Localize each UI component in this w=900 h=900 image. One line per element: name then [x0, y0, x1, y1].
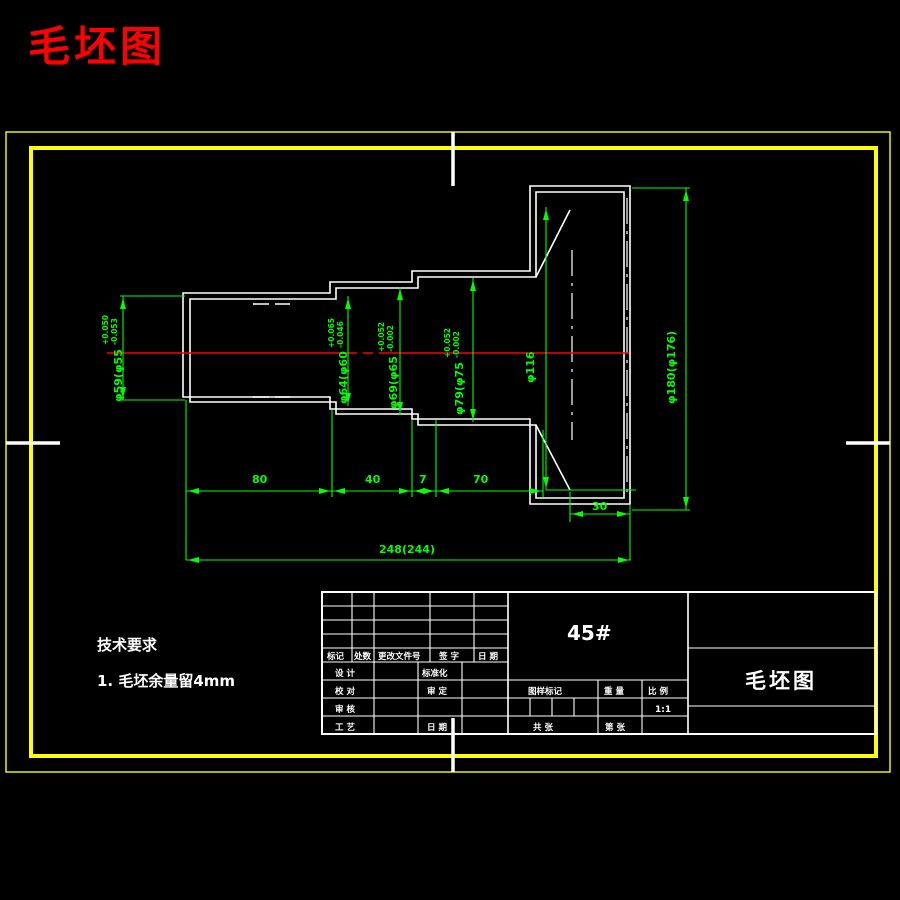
- title-block: [321, 591, 877, 735]
- dim-label-30: 30: [592, 500, 608, 513]
- dim-tol-upper-d59: +0.050: [101, 315, 110, 345]
- tb-header-chushu: 处数: [353, 651, 372, 662]
- dim-label-d116: φ116: [524, 351, 537, 383]
- dimension-lines: [120, 187, 690, 561]
- dim-label-d59: φ59(φ55: [112, 349, 125, 402]
- flange-centerline: [571, 198, 628, 496]
- taper-line-upper: [535, 209, 571, 278]
- frame-inner-border: [29, 146, 878, 758]
- tb-role-jiaodui: 校 对: [335, 686, 355, 697]
- tb-header-gengai: 更改文件号: [378, 651, 421, 662]
- horizontal-dimension-labels: 80 40 7 70 30 248(244): [252, 473, 608, 556]
- tb-header-bili: 比 例: [648, 686, 668, 697]
- tb-drawing-name: 毛坯图: [745, 669, 817, 693]
- finished-part-profile: [189, 191, 625, 499]
- tb-header-biaoji: 标记: [326, 651, 345, 662]
- dim-tol-lower-d69: -0.002: [386, 325, 395, 352]
- vertical-dimension-labels: φ59(φ55 +0.050 -0.053 φ64(φ60 +0.065 -0.…: [101, 315, 678, 415]
- dim-label-7: 7: [419, 473, 427, 486]
- tb-scale-value: 1:1: [655, 705, 671, 715]
- tb-sheet-no: 第 张: [605, 722, 625, 733]
- notes-item-1: 1. 毛坯余量留4mm: [97, 672, 235, 690]
- dim-label-d69: φ69(φ65: [387, 356, 400, 409]
- tb-revision-grid: [322, 592, 508, 734]
- tb-role-gongyi: 工 艺: [335, 722, 355, 733]
- frame-center-marks: [6, 132, 890, 772]
- tb-right-grid: [688, 647, 876, 707]
- dim-tol-lower-d79: -0.002: [452, 331, 461, 358]
- tb-header-tuyangbiaoji: 图样标记: [528, 686, 563, 697]
- tb-role-shending: 审 定: [427, 686, 447, 697]
- dim-label-overall: 248(244): [379, 543, 435, 556]
- frame-outer-border: [5, 131, 891, 773]
- tb-middle-grid: [508, 679, 688, 734]
- dim-tol-upper-d79: +0.052: [443, 328, 452, 358]
- tb-header-riqi: 日 期: [478, 651, 498, 662]
- dim-tol-upper-d64: +0.065: [327, 318, 336, 348]
- page-title: 毛坯图: [28, 22, 167, 71]
- tb-sheet-of: 共 张: [533, 722, 553, 733]
- notes-heading: 技术要求: [97, 636, 158, 654]
- dimension-arrows: [120, 190, 689, 563]
- dim-label-d64: φ64(φ60: [337, 351, 350, 404]
- dim-tol-upper-d69: +0.052: [377, 322, 386, 352]
- dim-label-d180: φ180(φ176): [665, 331, 678, 404]
- tb-header-zhongliang: 重 量: [604, 686, 624, 697]
- dim-label-40: 40: [365, 473, 381, 486]
- title-block-text: 标记 处数 更改文件号 签 字 日 期 设 计 校 对 审 核 工 艺 标准化 …: [326, 621, 817, 733]
- technical-requirements: 技术要求 1. 毛坯余量留4mm: [97, 636, 235, 690]
- tb-role-shenhe: 审 核: [335, 704, 355, 715]
- tb-role-sheji: 设 计: [335, 668, 355, 679]
- tb-role-riqi: 日 期: [427, 722, 447, 733]
- tb-material: 45#: [567, 621, 612, 645]
- title-block-border: [321, 591, 877, 735]
- dim-tol-lower-d64: -0.046: [336, 321, 345, 348]
- blank-outer-profile: [182, 185, 631, 505]
- tb-header-qianzi: 签 字: [438, 651, 459, 662]
- dim-label-d79: φ79(φ75: [453, 362, 466, 415]
- tb-role-biaozhunhua: 标准化: [421, 668, 448, 679]
- dim-tol-lower-d59: -0.053: [110, 318, 119, 345]
- dim-label-80: 80: [252, 473, 268, 486]
- taper-line-lower: [535, 424, 571, 491]
- part-outline: [182, 185, 631, 505]
- dim-label-70: 70: [473, 473, 489, 486]
